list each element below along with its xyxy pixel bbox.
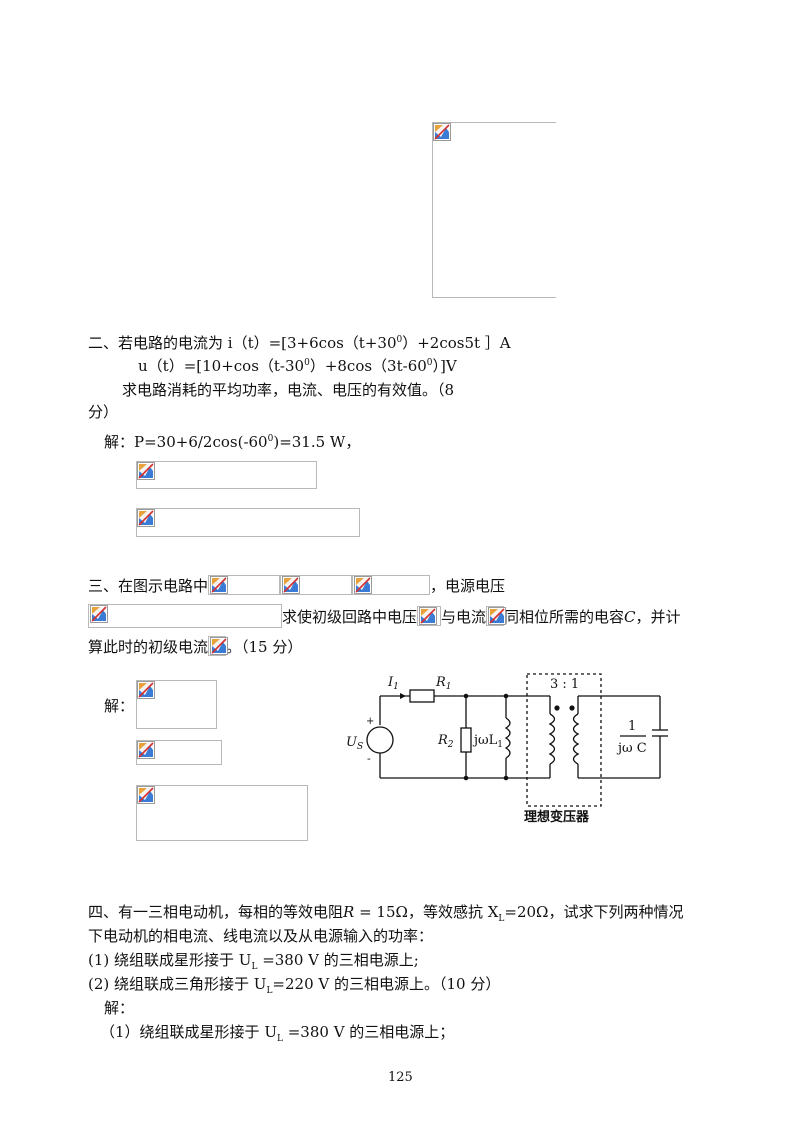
image-placeholder-q3-b — [136, 740, 222, 765]
broken-image-icon — [137, 509, 155, 527]
q3-solution-label: 解： — [104, 697, 135, 715]
inline-image-voltage — [417, 606, 442, 626]
inline-image-source — [88, 604, 282, 628]
broken-image-icon — [137, 462, 155, 480]
label-jwl1: jωL1 — [472, 733, 503, 750]
inline-image-primary-current — [208, 636, 226, 656]
current-label-i1: I1 — [387, 675, 399, 692]
polarity-dot-secondary — [569, 705, 575, 711]
q3-line1: 三、在图示电路中，电源电压 — [88, 575, 506, 595]
broken-image-icon — [419, 607, 437, 625]
label-us: US — [346, 735, 363, 752]
label-r1: R1 — [435, 675, 452, 692]
broken-image-icon — [137, 741, 155, 759]
polarity-dot-primary — [554, 705, 560, 711]
broken-image-icon — [354, 576, 372, 594]
inline-image-1 — [208, 575, 281, 595]
q4-line1: 四、有一三相电动机，每相的等效电阻R = 15Ω，等效感抗 XL=20Ω，试求下… — [88, 903, 684, 924]
label-ratio: 3 : 1 — [550, 677, 579, 692]
resistor-r2 — [460, 727, 472, 753]
q3-line2: 求使初级回路中电压与电流同相位所需的电容C，并计 — [88, 604, 681, 628]
image-placeholder-q3-a — [136, 680, 217, 729]
primary-coil — [548, 713, 556, 765]
inline-image-2 — [280, 575, 353, 595]
q2-solution: 解：P=30+6/2cos(-600)=31.5 W， — [104, 433, 361, 451]
image-placeholder-top — [432, 122, 556, 298]
voltage-source — [366, 726, 394, 754]
transformer-box — [526, 673, 602, 807]
q2-line1: 二、若电路的电流为 i（t）=[3+6cos（t+300）+2cos5t ］A — [88, 334, 511, 352]
q4-line4: (2) 绕组联成三角形接于 UL=220 V 的三相电源上。（10 分） — [88, 975, 501, 996]
image-placeholder-q2-b — [136, 508, 360, 537]
q2-line3: 求电路消耗的平均功率，电流、电压的有效值。（8 — [122, 381, 455, 399]
label-plus: + — [366, 716, 374, 727]
label-minus: - — [367, 752, 371, 765]
inductor-l1 — [504, 717, 511, 759]
label-cap-numerator: 1 — [628, 719, 636, 734]
label-r2: R2 — [437, 733, 454, 750]
q4-line2: 下电动机的相电流、线电流以及从电源输入的功率： — [88, 927, 434, 945]
inline-image-current — [486, 606, 504, 626]
broken-image-icon — [210, 576, 228, 594]
label-cap-denominator: jω C — [616, 741, 647, 756]
broken-image-icon — [137, 786, 155, 804]
circuit-diagram: I1 R1 R2 jωL1 US + - 3 : 1 1 jω C 理想变压器 — [346, 673, 668, 825]
page-number: 125 — [388, 1070, 413, 1085]
q2-line2: u（t）=[10+cos（t-300）+8cos（3t-600）]V — [138, 357, 457, 375]
inline-image-3 — [352, 575, 431, 595]
image-placeholder-q3-c — [136, 785, 308, 841]
q4-solution-label: 解： — [104, 999, 135, 1017]
q4-line5: （1）绕组联成星形接于 UL =380 V 的三相电源上； — [100, 1023, 455, 1044]
q2-line4: 分） — [88, 403, 119, 421]
broken-image-icon — [433, 123, 451, 141]
q3-line3: 算此时的初级电流。（15 分） — [88, 636, 303, 656]
broken-image-icon — [282, 576, 300, 594]
broken-image-icon — [90, 605, 108, 623]
broken-image-icon — [210, 637, 228, 655]
q4-line3: (1) 绕组联成星形接于 UL =380 V 的三相电源上; — [88, 951, 419, 972]
broken-image-icon — [137, 681, 155, 699]
broken-image-icon — [488, 607, 506, 625]
secondary-coil — [572, 713, 580, 765]
resistor-r1 — [409, 689, 435, 703]
label-ideal-transformer: 理想变压器 — [524, 809, 590, 825]
image-placeholder-q2-a — [136, 461, 317, 489]
